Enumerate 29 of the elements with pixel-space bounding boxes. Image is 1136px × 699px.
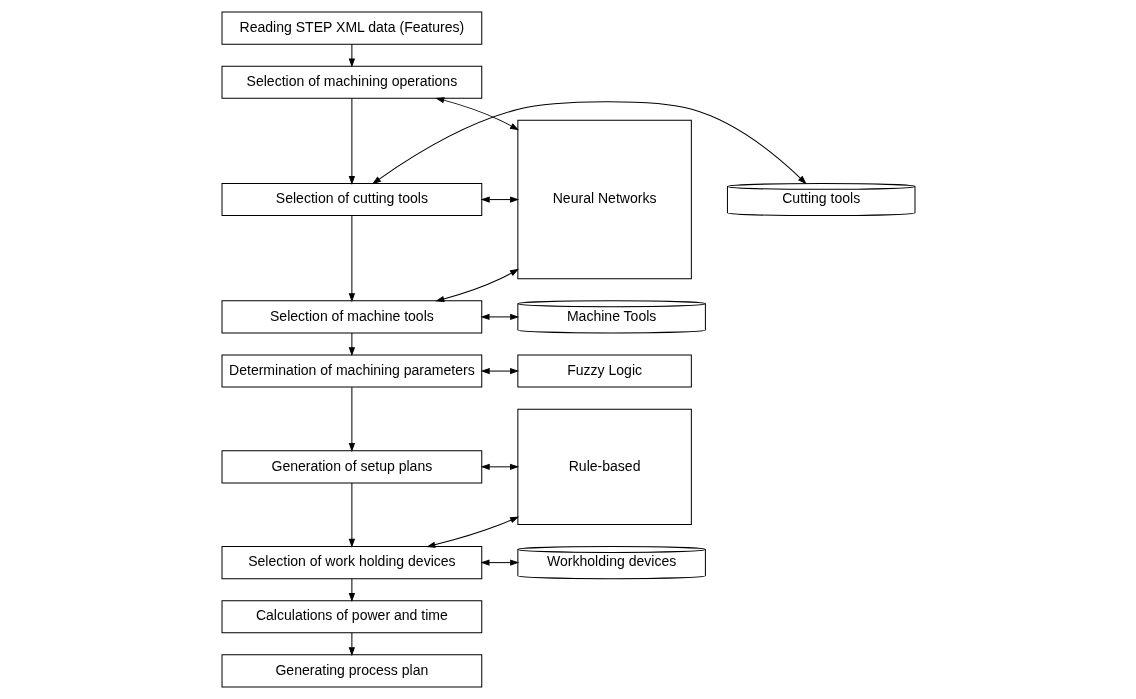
node-box: Rule-based xyxy=(516,408,692,525)
arrow xyxy=(481,559,518,566)
arrow xyxy=(372,101,806,184)
arrow xyxy=(435,97,518,131)
arrow xyxy=(348,215,355,302)
node-box: Selection of machining operations xyxy=(221,65,482,99)
arrow xyxy=(348,97,355,184)
arrow xyxy=(348,482,355,547)
arrow xyxy=(348,578,355,602)
node-box: Fuzzy Logic xyxy=(516,354,692,388)
node-box: Determination of machining parameters xyxy=(221,354,482,388)
arrow xyxy=(481,313,518,320)
node-box: Selection of cutting tools xyxy=(221,183,482,217)
arrow xyxy=(348,43,355,67)
arrow xyxy=(426,516,518,548)
node-box: Reading STEP XML data (Features) xyxy=(221,11,482,45)
arrow xyxy=(481,463,518,470)
node-box: Generation of setup plans xyxy=(221,450,482,484)
arrow xyxy=(348,632,355,656)
arrow xyxy=(348,332,355,356)
node-box: Generating process plan xyxy=(221,654,482,688)
node-box: Selection of work holding devices xyxy=(221,546,482,580)
arrow xyxy=(348,386,355,451)
node-box: Neural Networks xyxy=(516,119,692,280)
arrow xyxy=(481,368,518,374)
arrow xyxy=(435,269,518,302)
arrow xyxy=(481,196,518,203)
node-box: Calculations of power and time xyxy=(221,600,482,634)
node-box: Selection of machine tools xyxy=(221,300,482,334)
